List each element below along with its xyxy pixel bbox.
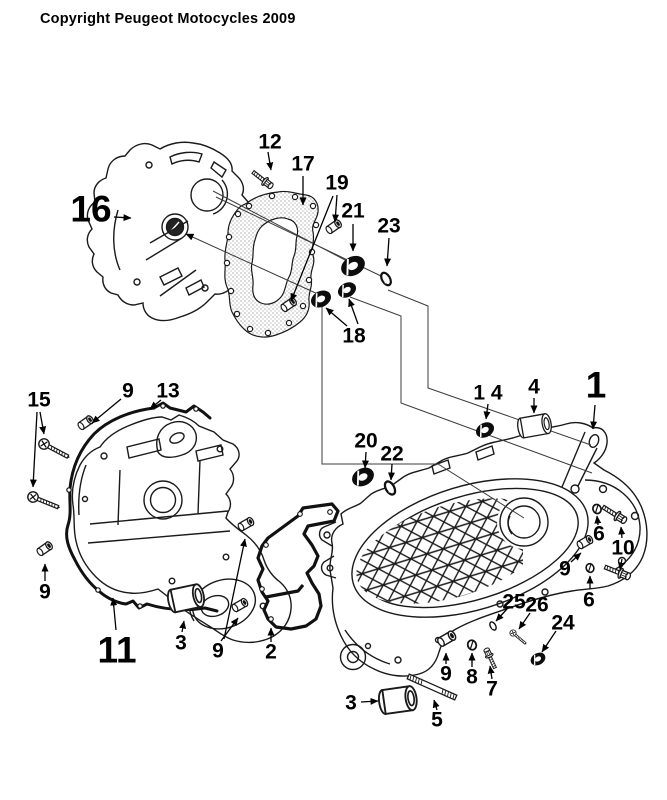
- dowel-9-center-top: [236, 515, 256, 533]
- bolt-12: [249, 167, 276, 192]
- part-callout-25: 25: [502, 590, 526, 614]
- part-callout-24: 24: [551, 611, 575, 635]
- seal-24: [527, 649, 549, 669]
- dowel-19a: [323, 217, 344, 236]
- part-callout-19: 19: [325, 171, 349, 195]
- screw-15a: [36, 436, 73, 463]
- part-callout-15: 15: [27, 388, 51, 412]
- part-callout-6: 6: [593, 522, 605, 546]
- cover-gasket-drawing: [223, 190, 320, 338]
- oring-23: [378, 270, 394, 288]
- part-callout-20: 20: [354, 429, 378, 453]
- part-callout-21: 21: [341, 199, 365, 223]
- part-callout-12: 12: [258, 130, 282, 154]
- part-callout-6: 6: [583, 588, 595, 612]
- part-callout-9: 9: [559, 557, 571, 581]
- flywheel-cover-drawing: [86, 141, 256, 322]
- part-callout-23: 23: [377, 214, 401, 238]
- part-callout-8: 8: [466, 665, 478, 689]
- part-callout-17: 17: [291, 152, 315, 176]
- part-callout-9: 9: [212, 639, 224, 663]
- part-callout-16: 16: [70, 188, 112, 230]
- crankcase-left-gasket-drawing: [65, 401, 219, 613]
- callout-arrows: [29, 151, 626, 711]
- part-callout-9: 9: [122, 379, 134, 403]
- part-callout-26: 26: [525, 593, 549, 617]
- seal-20: [347, 463, 379, 491]
- part-callout-13: 13: [156, 379, 180, 403]
- part-callout-7: 7: [486, 677, 498, 701]
- part-callout-22: 22: [380, 442, 404, 466]
- part-callout-3: 3: [345, 691, 357, 715]
- center-gasket-drawing: [256, 502, 340, 631]
- seal-14: [472, 418, 498, 442]
- crankcase-right-drawing: [318, 421, 648, 677]
- seal-21: [336, 250, 370, 282]
- washer-8: [465, 638, 479, 652]
- part-callout-5: 5: [431, 708, 443, 732]
- part-callout-11: 11: [97, 629, 137, 671]
- part-callout-3: 3: [175, 631, 187, 655]
- crankcase-left-drawing: [71, 414, 292, 644]
- dowel-9-left: [34, 539, 55, 558]
- part-callout-18: 18: [342, 324, 366, 348]
- screw-26: [508, 628, 529, 647]
- part-callout-2: 2: [265, 640, 277, 664]
- part-callout-10: 10: [611, 536, 635, 560]
- copyright-text: Copyright Peugeot Motocycles 2009: [40, 11, 296, 27]
- screw-15b: [25, 489, 63, 514]
- part-callout-9: 9: [39, 580, 51, 604]
- seal-18a: [307, 286, 335, 312]
- seal-18b: [334, 278, 360, 302]
- part-callout-1: 1: [585, 364, 607, 406]
- part-callout-14: 1 4: [473, 381, 503, 405]
- oring-25: [487, 620, 499, 632]
- alignment-lines: [185, 190, 593, 519]
- sleeve-3b: [376, 684, 420, 716]
- part-callout-4: 4: [528, 375, 540, 399]
- part-callout-9: 9: [440, 662, 452, 686]
